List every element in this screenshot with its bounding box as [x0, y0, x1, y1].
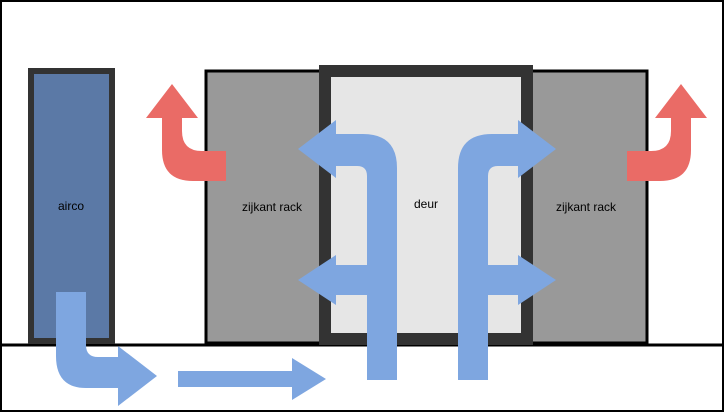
- cold-air-riser-left: [298, 120, 397, 380]
- rack-side-left: [204, 69, 336, 345]
- rack-side-right: [516, 69, 649, 345]
- hot-air-arrow-left: [146, 84, 226, 181]
- door-label: deur: [414, 197, 438, 211]
- cold-air-arrow-airco: [56, 292, 157, 406]
- rack-side-right-label: zijkant rack: [556, 200, 617, 214]
- airco-label: airco: [58, 199, 84, 213]
- cold-air-arrow-floor: [178, 358, 326, 400]
- cold-air-riser-right: [458, 120, 556, 380]
- hot-air-arrow-right: [627, 84, 707, 181]
- rack-side-left-label: zijkant rack: [242, 200, 303, 214]
